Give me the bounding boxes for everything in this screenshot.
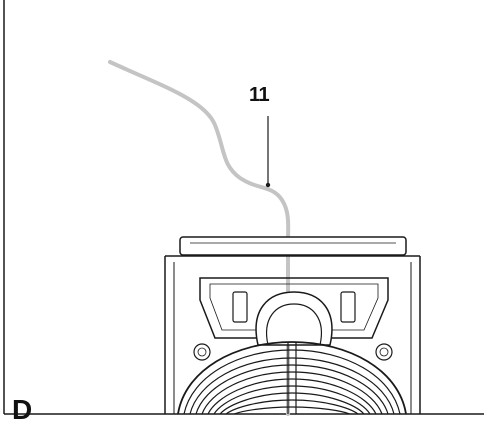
recessed-panel-inner: [209, 283, 379, 331]
housing-sides: [164, 256, 421, 414]
callout-dot: [265, 182, 271, 188]
left-screw-boss: [193, 343, 211, 361]
left-post: [232, 291, 248, 323]
right-screw-boss: [375, 343, 393, 361]
spool-rings: [177, 341, 407, 415]
recessed-panel: [199, 277, 389, 339]
cord-guide-loop: [255, 291, 333, 346]
panel-letter-label: D: [12, 394, 33, 425]
cord-wire: [108, 60, 291, 416]
right-screw-hole: [379, 347, 389, 357]
left-screw-hole: [197, 347, 207, 357]
cord-guide-inner: [266, 303, 322, 346]
top-plate: [179, 236, 407, 256]
right-post: [340, 291, 356, 323]
callout-number-label: 11: [249, 84, 270, 106]
